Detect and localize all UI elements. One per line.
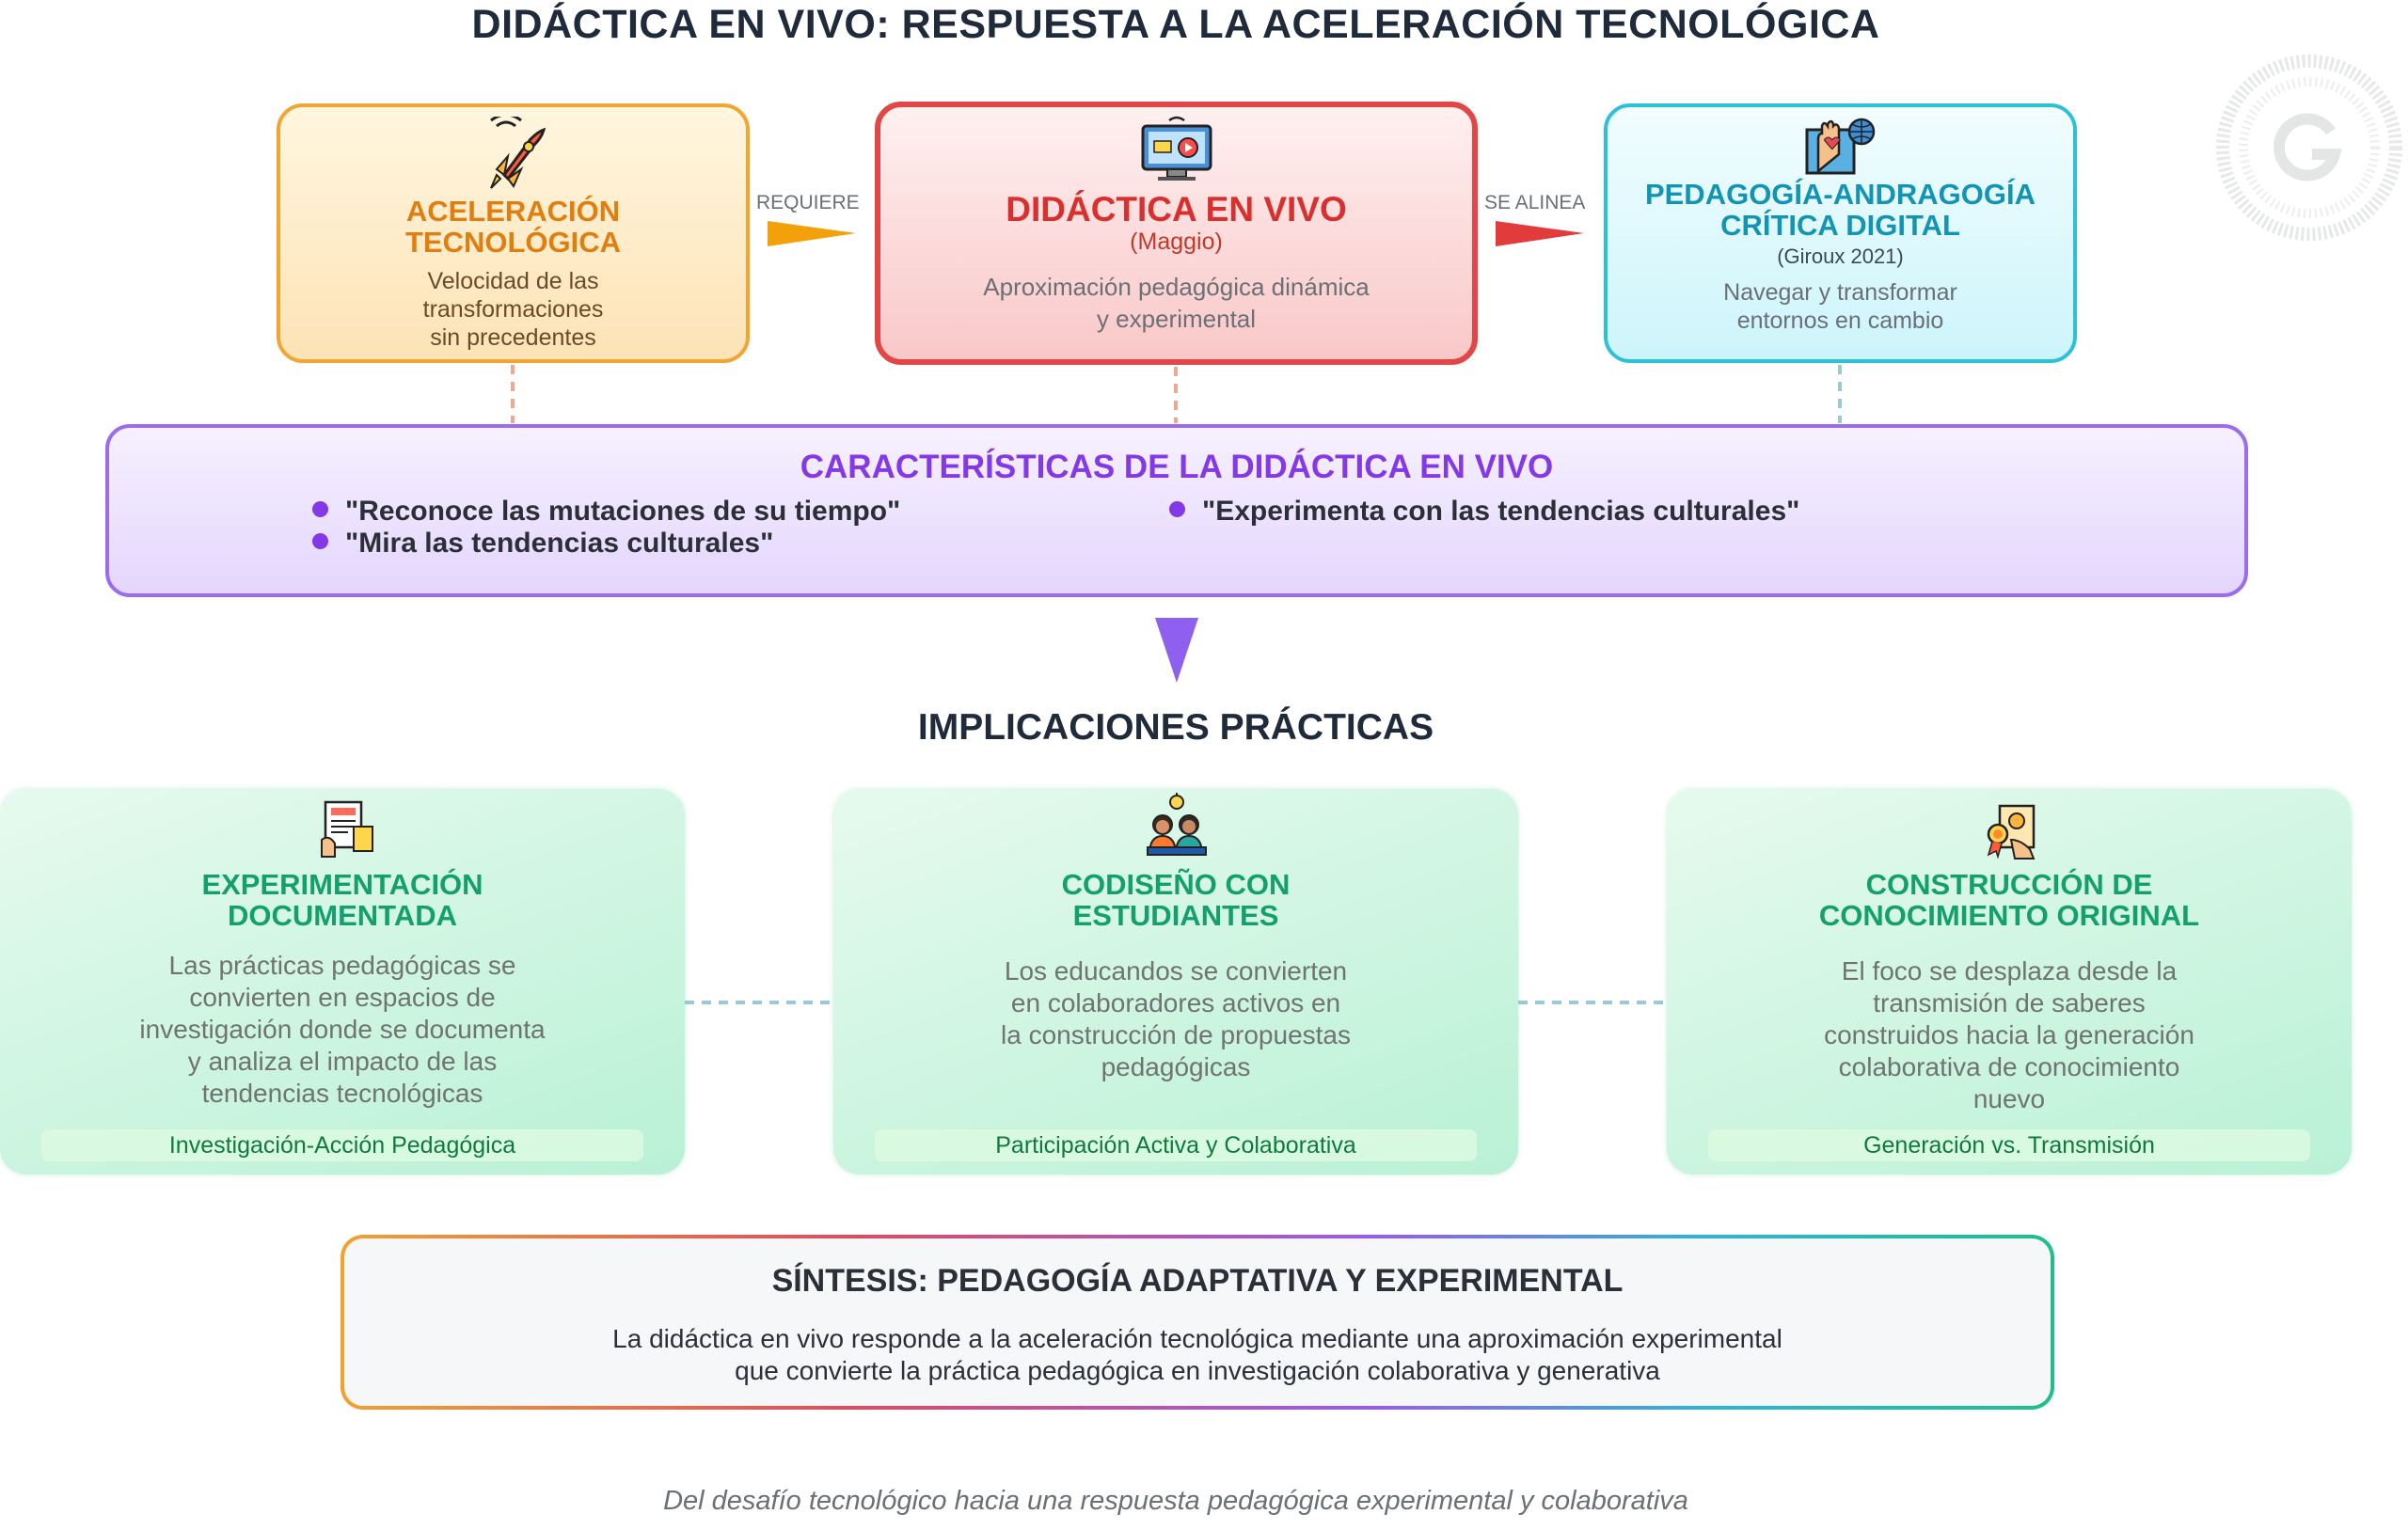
connector-label-se-alinea: SE ALINEA — [1484, 192, 1586, 213]
box-aceleracion-tecnologica: ACELERACIÓN TECNOLÓGICA Velocidad de las… — [277, 103, 750, 363]
card-description: Las prácticas pedagógicas se convierten … — [139, 951, 546, 1108]
box-description: Aproximación pedagógica dinámica y exper… — [983, 273, 1370, 333]
card-tag: Participación Activa y Colaborativa — [875, 1129, 1477, 1161]
card-description: Los educandos se convierten en colaborad… — [1001, 956, 1351, 1081]
page-title: DIDÁCTICA EN VIVO: RESPUESTA A LA ACELER… — [471, 2, 1880, 47]
card-title: EXPERIMENTACIÓN DOCUMENTADA — [201, 868, 483, 932]
bullet-icon — [312, 533, 328, 549]
caracteristica-item: "Reconoce las mutaciones de su tiempo" — [312, 496, 900, 528]
watermark-seal-icon — [2216, 55, 2402, 241]
arrow-down — [1155, 618, 1198, 683]
box-title: PEDAGOGÍA-ANDRAGOGÍA CRÍTICA DIGITAL — [1644, 178, 2036, 242]
card-experimentacion-documentada: EXPERIMENTACIÓN DOCUMENTADA Las práctica… — [0, 789, 685, 1175]
sintesis-title: SÍNTESIS: PEDAGOGÍA ADAPTATIVA Y EXPERIM… — [771, 1263, 1624, 1299]
knowledge-award-icon — [1987, 804, 2036, 860]
box-description: Velocidad de las transformaciones sin pr… — [422, 268, 604, 351]
box-didactica-en-vivo: DIDÁCTICA EN VIVO (Maggio) Aproximación … — [875, 102, 1478, 365]
sintesis-content: SÍNTESIS: PEDAGOGÍA ADAPTATIVA Y EXPERIM… — [344, 1238, 2051, 1406]
card-construccion-conocimiento: CONSTRUCCIÓN DE CONOCIMIENTO ORIGINAL El… — [1667, 789, 2352, 1175]
arrow-requiere — [768, 221, 856, 246]
box-title: ACELERACIÓN TECNOLÓGICA — [404, 195, 622, 259]
box-description: Navegar y transformar entornos en cambio — [1723, 279, 1957, 334]
card-tag: Investigación-Acción Pedagógica — [41, 1129, 643, 1161]
box-subtitle: (Maggio) — [1130, 229, 1223, 255]
computer-screen-icon — [1141, 116, 1212, 181]
sintesis-description: La didáctica en vivo responde a la acele… — [612, 1324, 1782, 1385]
box-sintesis: SÍNTESIS: PEDAGOGÍA ADAPTATIVA Y EXPERIM… — [341, 1235, 2054, 1410]
footer-caption: Del desafío tecnológico hacia una respue… — [663, 1486, 1688, 1516]
implicaciones-title: IMPLICACIONES PRÁCTICAS — [917, 707, 1434, 748]
box-subtitle: (Giroux 2021) — [1777, 244, 1904, 268]
card-description: El foco se desplaza desde la transmisión… — [1824, 956, 2194, 1113]
caracteristica-item: "Mira las tendencias culturales" — [312, 528, 773, 560]
box-title: DIDÁCTICA EN VIVO — [1006, 190, 1347, 229]
caracteristica-item: "Experimenta con las tendencias cultural… — [1169, 496, 1799, 528]
box-pedagogia-andragogia: PEDAGOGÍA-ANDRAGOGÍA CRÍTICA DIGITAL (Gi… — [1604, 103, 2077, 363]
card-title: CONSTRUCCIÓN DE CONOCIMIENTO ORIGINAL — [1818, 868, 2200, 932]
connector-label-requiere: REQUIERE — [756, 192, 860, 213]
card-title: CODISEÑO CON ESTUDIANTES — [1061, 868, 1291, 932]
caracteristicas-title: CARACTERÍSTICAS DE LA DIDÁCTICA EN VIVO — [800, 449, 1554, 485]
card-codiseno-estudiantes: CODISEÑO CON ESTUDIANTES Los educandos s… — [833, 789, 1518, 1175]
bullet-icon — [1169, 501, 1185, 517]
collaborators-icon — [1147, 793, 1207, 856]
card-tag: Generación vs. Transmisión — [1708, 1129, 2310, 1161]
documents-icon — [321, 800, 373, 858]
bullet-icon — [312, 501, 328, 517]
arrow-se-alinea — [1496, 221, 1584, 246]
rocket-icon — [489, 117, 546, 189]
box-caracteristicas: CARACTERÍSTICAS DE LA DIDÁCTICA EN VIVO … — [105, 424, 2248, 597]
hand-globe-screen-icon — [1805, 118, 1875, 175]
